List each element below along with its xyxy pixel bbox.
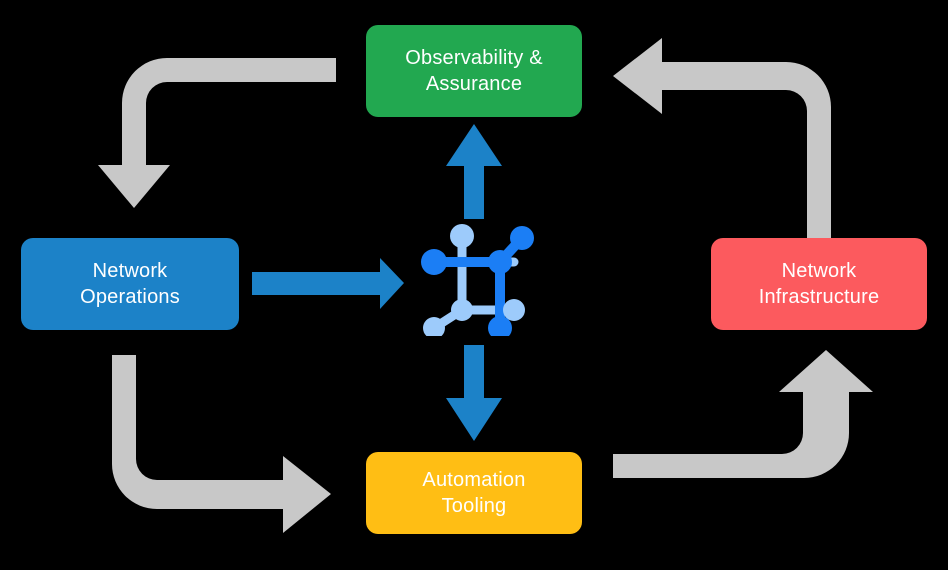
node-box-network-infrastructure[interactable]: Network Infrastructure (711, 238, 927, 330)
network-topology-icon (421, 224, 534, 336)
topology-nodes-secondary (423, 224, 525, 336)
blue-arrow-center-to-observability (446, 124, 502, 219)
blue-arrow-center-to-automation (446, 345, 502, 441)
gray-arrow-automation-to-infrastructure (613, 350, 873, 478)
blue-arrow-operations-to-center (252, 258, 404, 309)
topology-nodes-primary (421, 226, 534, 336)
node-box-observability[interactable]: Observability & Assurance (366, 25, 582, 117)
gray-arrow-operations-to-automation (112, 355, 331, 533)
gray-arrow-observability-to-operations (98, 58, 336, 208)
gray-arrow-infrastructure-to-observability (613, 38, 831, 248)
node-box-network-operations[interactable]: Network Operations (21, 238, 239, 330)
node-box-automation-tooling[interactable]: Automation Tooling (366, 452, 582, 534)
